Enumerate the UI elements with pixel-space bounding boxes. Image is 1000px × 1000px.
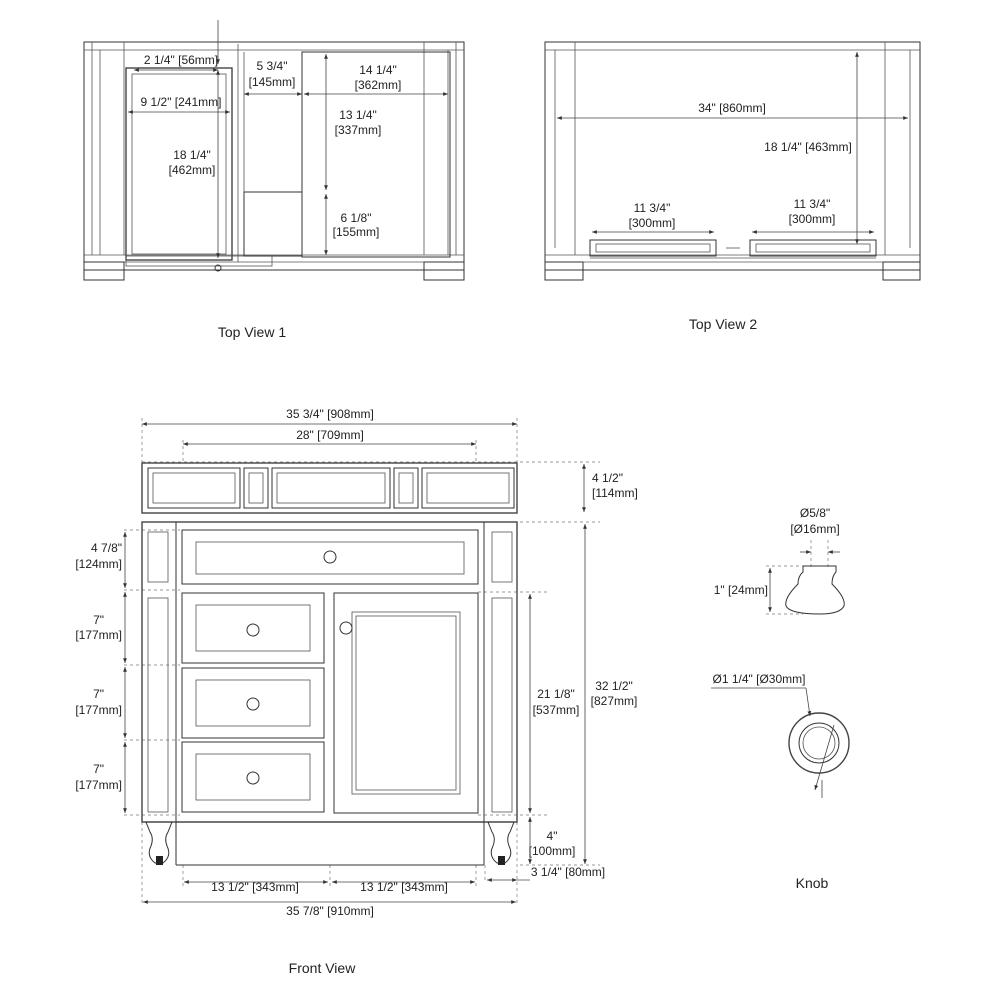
dim-slide-right-a: 11 3/4" [794,197,831,211]
caption-top-view-1: Top View 1 [218,324,286,340]
dim-drawer-2-a: 7" [93,687,104,701]
dim-overall-width: 35 7/8" [910mm] [286,904,374,918]
caption-top-view-2: Top View 2 [689,316,757,332]
dim-drawer-top-b: [124mm] [75,557,122,571]
dim-5-3-4-b: [145mm] [249,75,296,89]
top-view-2-foot-right [882,261,921,281]
drawer-2 [181,667,325,739]
dim-9-1-2: 9 1/2" [241mm] [141,95,222,109]
dim-knob-diameter: Ø1 1/4" [Ø30mm] [713,672,806,686]
dim-leg-width: 3 1/4" [80mm] [531,865,605,879]
leg-left [145,821,173,865]
cabinet-body [141,521,518,823]
dim-18-1-4-depth: 18 1/4" [463mm] [764,140,852,154]
top-view-2-outline [544,41,921,271]
dim-6-1-8-b: [155mm] [333,225,380,239]
dim-slide-left-b: [300mm] [629,216,676,230]
dim-14-1-4-b: [362mm] [355,78,402,92]
dim-drawer-3-a: 7" [93,762,104,776]
top-view-2-foot-left [544,261,584,281]
dim-door-a: 21 1/8" [537,687,575,701]
top-view-1-left-drawer [125,67,233,261]
top-view-1-foot-right [423,261,465,281]
knob-detail: Ø5/8" [Ø16mm] 1" [24mm] Ø1 1/4" [Ø30mm] … [711,506,850,891]
slide-left [589,239,717,257]
knob-front-outer [788,712,850,774]
dim-5-3-4-a: 5 3/4" [257,59,288,73]
drawer-1 [181,592,325,664]
top-view-1-foot-left [83,261,125,281]
caption-front-view: Front View [289,960,357,976]
knob-side-view [785,565,845,615]
top-view-1-outline [83,41,465,271]
dim-inner-width: 28" [709mm] [296,428,364,442]
knob-front-inner [798,722,840,764]
top-drawer [181,529,479,585]
dim-top-width: 35 3/4" [908mm] [286,407,374,421]
front-view: 35 3/4" [908mm] 28" [709mm] 4 1/2" [114m… [75,407,637,976]
dim-knob-depth: 1" [24mm] [714,583,768,597]
dim-drawer-top-a: 4 7/8" [91,541,122,555]
leg-right [487,821,515,865]
top-view-2: 34" [860mm] 18 1/4" [463mm] 11 3/4" [300… [544,41,921,332]
drawer-3 [181,741,325,813]
dim-backsplash-a: 4 1/2" [592,471,623,485]
top-drawer-knob [323,550,337,564]
dim-2-1-4: 2 1/4" [56mm] [144,53,218,67]
dim-18-1-4-b: [462mm] [169,163,216,177]
dim-leg-a: 4" [547,829,558,843]
dim-height-b: [827mm] [591,694,638,708]
dim-13-1-4-b: [337mm] [335,123,382,137]
dim-drawer-1-a: 7" [93,613,104,627]
dim-34: 34" [860mm] [698,101,766,115]
backsplash [141,462,518,514]
top-view-1: 2 1/4" [56mm] 9 1/2" [241mm] 18 1/4" [46… [83,20,465,340]
dim-drawer-3-b: [177mm] [75,778,122,792]
slide-right [749,239,877,257]
dim-drawer-2-b: [177mm] [75,703,122,717]
dim-6-1-8-a: 6 1/8" [341,211,372,225]
dim-backsplash-b: [114mm] [592,486,638,500]
cabinet-door [333,592,479,814]
caption-knob: Knob [796,875,829,891]
dim-door-b: [537mm] [533,703,580,717]
dim-leg-b: [100mm] [529,844,576,858]
dim-13-1-4-a: 13 1/4" [339,108,377,122]
dim-right-bay: 13 1/2" [343mm] [360,880,448,894]
dim-14-1-4-a: 14 1/4" [359,63,397,77]
dim-left-bay: 13 1/2" [343mm] [211,880,299,894]
dim-knob-stem-a: Ø5/8" [800,506,830,520]
dim-height-a: 32 1/2" [595,679,633,693]
dim-slide-right-b: [300mm] [789,212,836,226]
door-knob [339,621,353,635]
dim-drawer-1-b: [177mm] [75,628,122,642]
dim-slide-left-a: 11 3/4" [634,201,671,215]
dim-18-1-4-a: 18 1/4" [173,148,211,162]
top-view-1-door-bay [301,51,451,258]
dim-knob-stem-b: [Ø16mm] [790,522,839,536]
